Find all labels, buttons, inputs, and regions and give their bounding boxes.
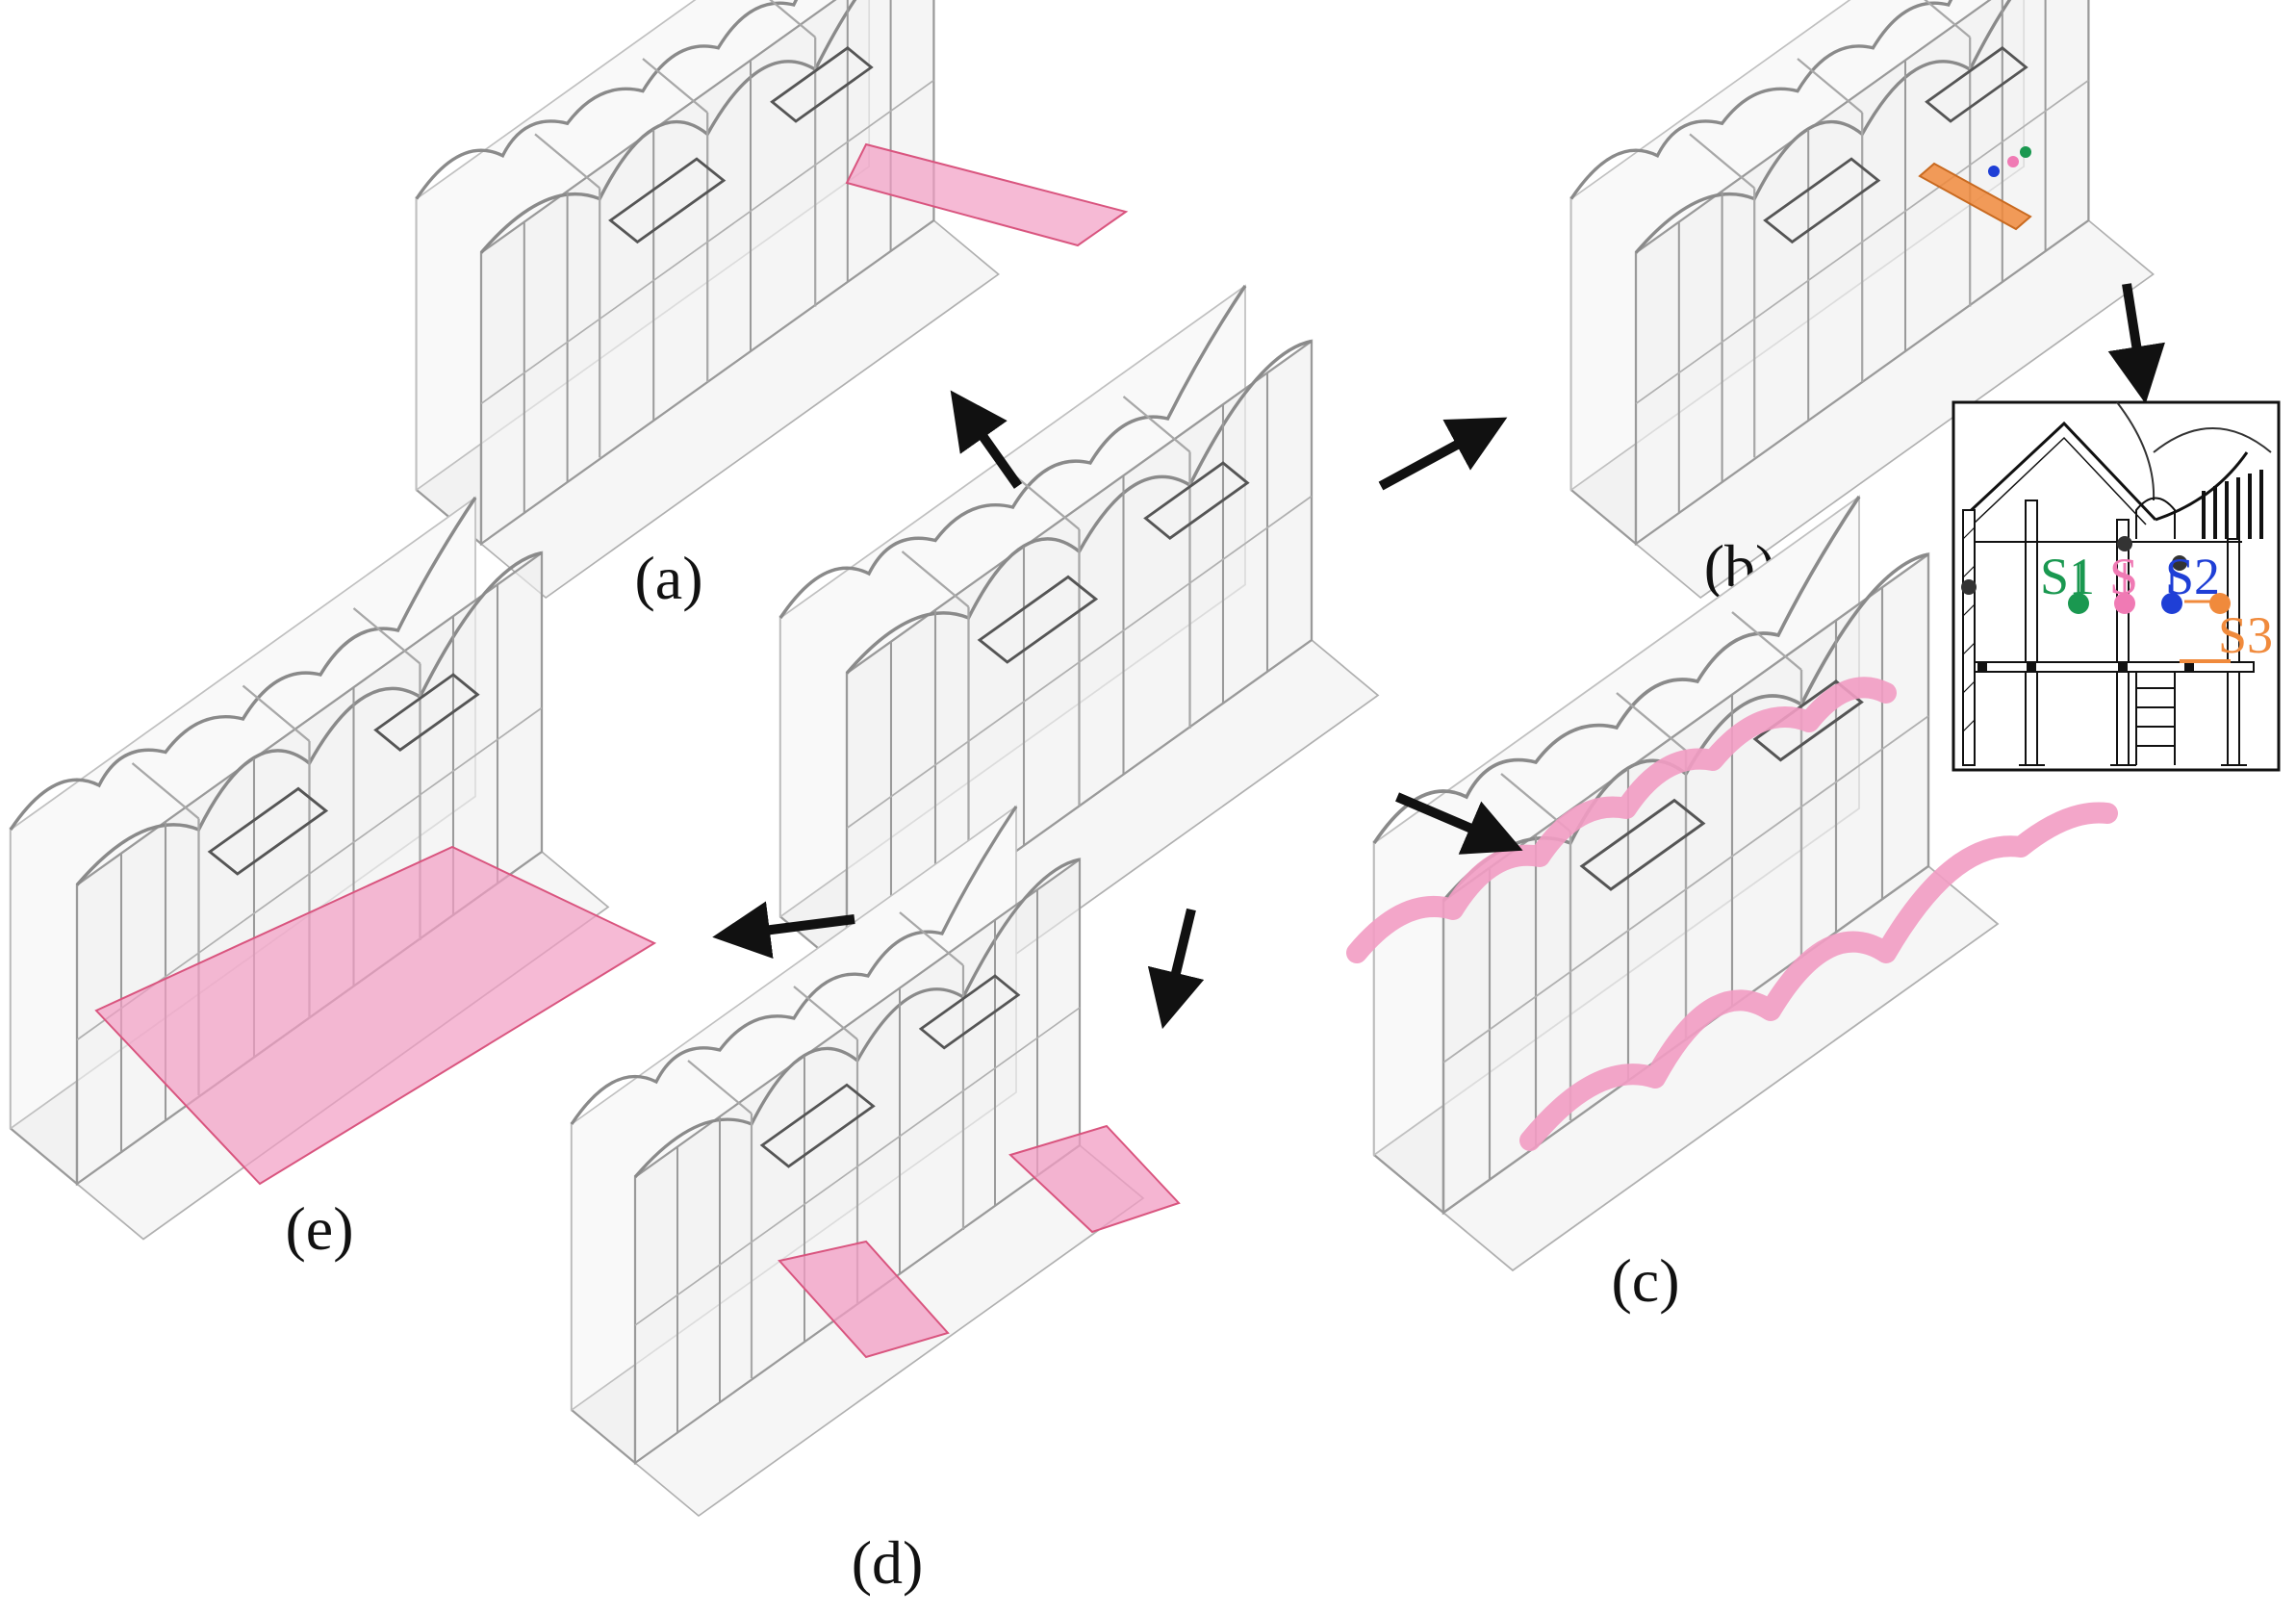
sensor-strip-b [1918,162,2032,231]
roof-highlight-c-back [1346,677,1897,963]
panel-c: (c) [1346,495,2118,1315]
sensor-dot-b-green [2020,146,2031,158]
arrow-to-c [1395,792,1523,855]
panel-e: (e) [9,496,657,1263]
panel-label-d: (d) [852,1528,924,1597]
sensor-s1-dot [2068,593,2089,614]
arrow-to-d [1147,908,1205,1030]
sensor-s2-label: S2 [2165,548,2220,605]
highlight-region-d-right [1008,1124,1181,1234]
sensor-s3-label: S3 [2218,606,2273,664]
panel-label-e: (e) [285,1194,353,1263]
arrows [712,283,2165,1030]
panel-label-c: (c) [1611,1246,1679,1315]
panel-d: (d) [570,805,1181,1597]
sensor-s2-dot [2161,593,2182,614]
arrow-to-a [950,390,1023,489]
sensor-dot-b-pink [2007,156,2019,167]
section-inset: S1 S S2 S3 [1952,400,2281,772]
sensor-s-dot [2114,593,2135,614]
sensor-dot-b-blue [1988,166,2000,177]
sensor-s-label: S [2109,548,2138,605]
panel-a: (a) [415,0,1129,612]
roof-highlight-c-front [1519,802,2118,1151]
highlight-region-e [94,845,657,1186]
panel-label-a: (a) [634,544,702,612]
arrow-to-e [712,901,855,959]
arrow-to-inset [2107,283,2165,404]
sensor-s1-label: S1 [2040,548,2095,605]
highlight-region-d-left [778,1240,950,1359]
highlight-region-a [845,142,1129,247]
arrow-to-b [1378,417,1508,491]
sensor-s3-dot [2209,593,2231,614]
